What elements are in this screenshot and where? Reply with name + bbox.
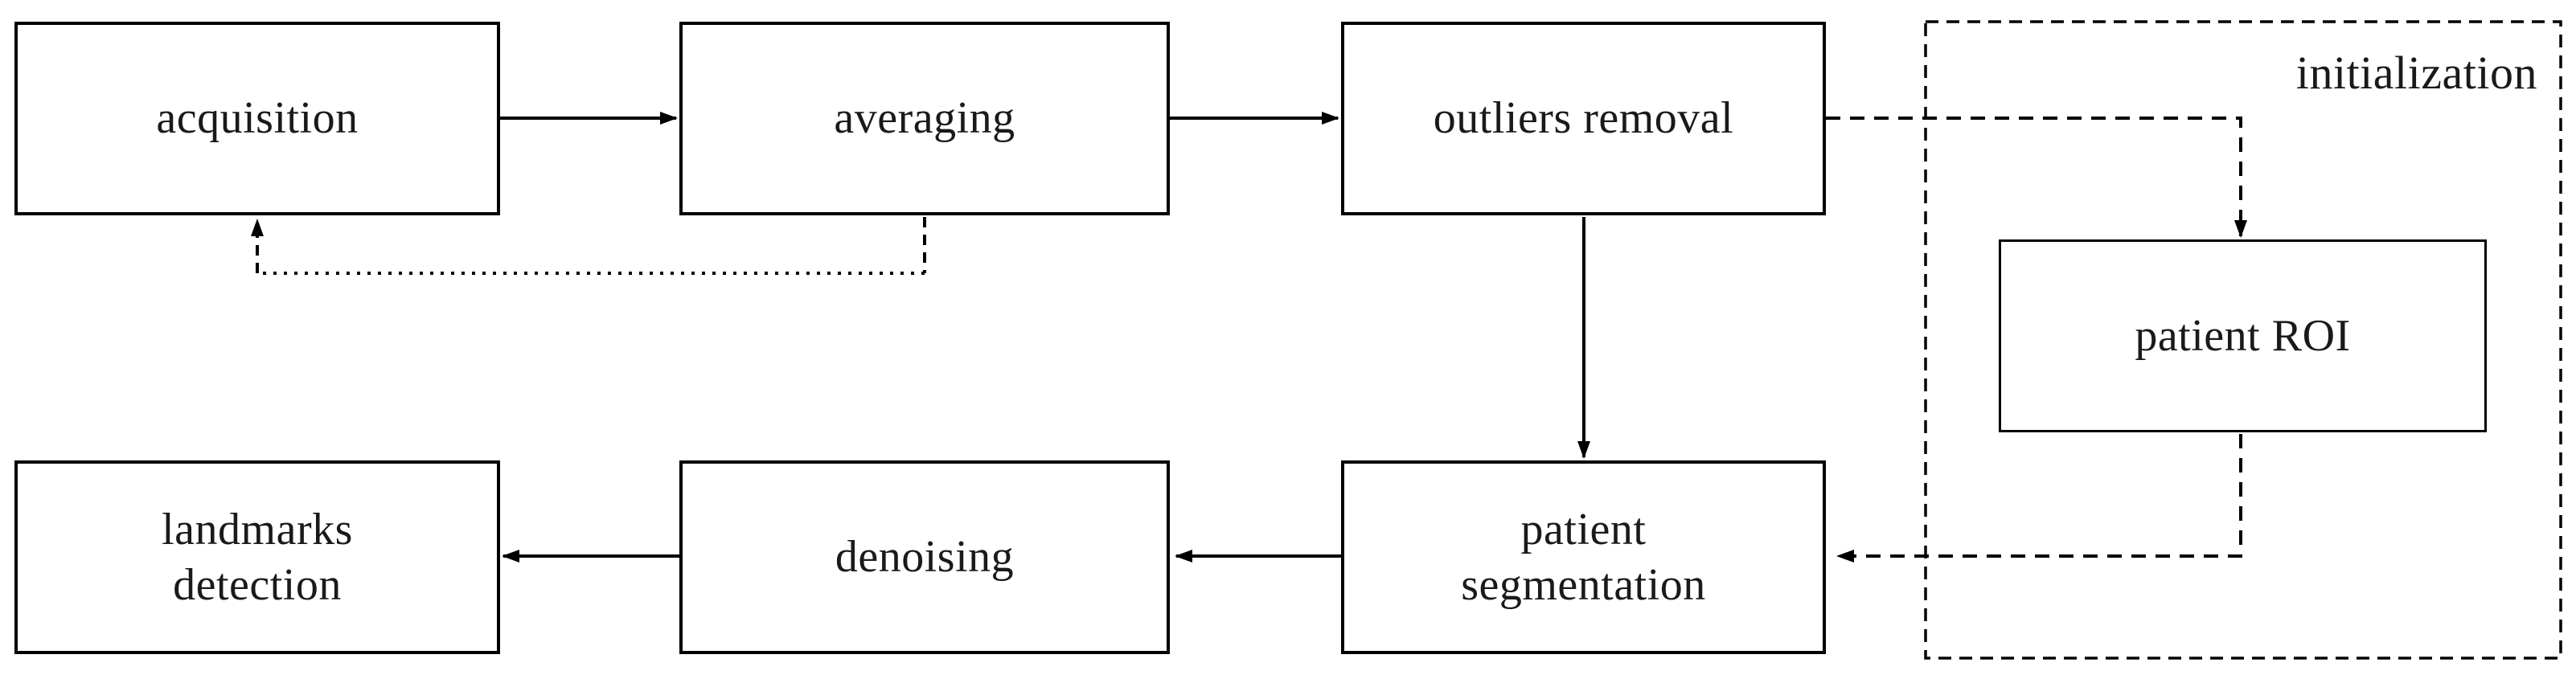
- node-outliers-removal: outliers removal: [1341, 22, 1826, 215]
- node-acquisition-label: acquisition: [156, 93, 359, 144]
- node-patient-segmentation-label-line1: patient: [1520, 505, 1647, 555]
- node-outliers-removal-label: outliers removal: [1433, 93, 1734, 144]
- node-landmarks-detection-label-line1: landmarks: [162, 505, 353, 555]
- node-patient-segmentation: patient segmentation: [1341, 460, 1826, 654]
- node-denoising-label: denoising: [835, 532, 1015, 583]
- node-landmarks-detection-label-line2: detection: [173, 559, 342, 610]
- node-patient-roi-label: patient ROI: [2135, 310, 2351, 361]
- node-denoising: denoising: [679, 460, 1170, 654]
- edge-patient-roi-patient-segmentation: [1836, 434, 2242, 562]
- edge-outliers-removal-patient-roi: [1826, 117, 2247, 238]
- node-landmarks-detection: landmarks detection: [14, 460, 500, 654]
- initialization-group-border: [1924, 20, 2562, 660]
- node-acquisition: acquisition: [14, 22, 500, 215]
- node-averaging-label: averaging: [834, 93, 1015, 144]
- initialization-group-label: initialization: [2295, 47, 2537, 99]
- node-patient-segmentation-label-line2: segmentation: [1461, 559, 1706, 610]
- node-averaging: averaging: [679, 22, 1170, 215]
- node-patient-roi: patient ROI: [1999, 239, 2487, 432]
